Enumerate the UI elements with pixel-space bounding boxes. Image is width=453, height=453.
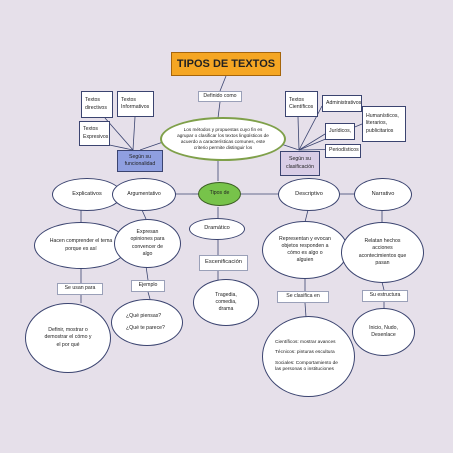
explicativos-link: Se usan para [57, 283, 103, 295]
humanisticos: Humanísticos, literarios, publicitarios [362, 106, 406, 142]
narrativo-link: Su estructura [362, 290, 408, 302]
dramatico-desc: Tragedia, comedia, drama [193, 279, 259, 326]
administrativos: Administrativos [322, 95, 362, 112]
narrativo-desc: Relatan hechos acciones acontecimientos … [341, 222, 424, 283]
argumentativo-desc: Expresan opiniones para convencer de alg… [114, 219, 181, 268]
definition-oval: Los métodos y propuestas cuyo fin es agr… [160, 117, 286, 161]
argumentativo-link: Ejemplo [131, 280, 165, 292]
tipos-de-node: Tipos de [198, 182, 241, 206]
segun-funcionalidad-box: Según su funcionalidad [117, 150, 163, 172]
argumentativo-node: Argumentativo [112, 178, 176, 211]
descriptivo-classes: Científicos: mostrar avances Técnicos: p… [262, 316, 355, 397]
descriptivo-desc: Representan y evocan objetos responden a… [262, 221, 348, 279]
narrativo-node: Narrativo [354, 178, 412, 211]
definido-como-label: Definido como [198, 91, 242, 102]
periodisticos: Periodísticos [325, 144, 361, 158]
narrativo-structure: Inicio, Nudo, Desenlace [352, 308, 415, 356]
textos-directivos: Textos directivos [81, 91, 113, 118]
textos-cientificos: Textos Científicos [285, 91, 318, 117]
juridicos: Jurídicos, [325, 123, 355, 140]
descriptivo-link: Se clasifica en [277, 291, 329, 303]
argumentativo-examples: ¿Qué piensas? ¿Qué te parece? [111, 299, 183, 346]
explicativos-use: Definir, mostrar o demostrar el cómo y e… [25, 303, 111, 373]
dramatico-node: Dramático [189, 218, 245, 240]
textos-informativos: Textos Informativos [117, 91, 154, 117]
textos-expresivos: Textos Expresivos [79, 121, 110, 146]
explicativos-desc: Hacen comprender el tema porque es así [34, 222, 128, 269]
dramatico-link: Escenificación [199, 255, 248, 271]
diagram-title: TIPOS DE TEXTOS [171, 52, 281, 76]
segun-clasificacion-box: Según su clasificación [280, 151, 320, 176]
descriptivo-node: Descriptivo [278, 178, 340, 211]
